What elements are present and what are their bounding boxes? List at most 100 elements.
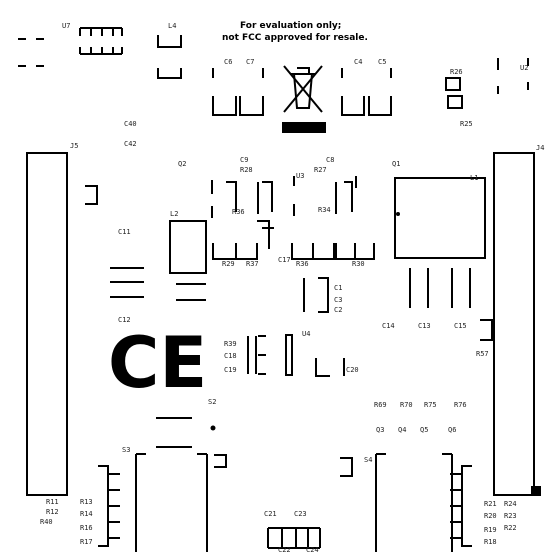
svg-text:S2: S2 (208, 398, 216, 406)
svg-text:R40: R40 (40, 518, 53, 526)
svg-text:R26: R26 (450, 68, 463, 76)
svg-text:C17: C17 (278, 256, 291, 264)
svg-text:R14: R14 (80, 510, 93, 518)
svg-text:U4: U4 (302, 330, 310, 338)
c1-c3-pads (303, 277, 329, 313)
svg-text:R23: R23 (504, 512, 517, 520)
weee-bar (282, 122, 326, 133)
weee-bin-icon (283, 65, 323, 113)
svg-text:R37: R37 (246, 260, 259, 268)
svg-text:R25: R25 (460, 120, 473, 128)
r26-footprint (445, 77, 463, 109)
c48-pads (85, 185, 98, 205)
resistor-ladder-right (450, 465, 472, 547)
svg-text:U7: U7 (62, 22, 70, 30)
c20-pad (315, 358, 345, 377)
svg-text:C1: C1 (334, 284, 342, 292)
svg-text:R22: R22 (504, 524, 517, 532)
svg-text:C20: C20 (346, 366, 359, 374)
svg-text:C9: C9 (240, 156, 248, 164)
designator-labels: U7 U2 L4 C6 C7 C4 C5 R26 R25 J5 J4 C40 C… (40, 22, 544, 554)
svg-text:R11: R11 (46, 498, 59, 506)
svg-text:R19: R19 (484, 526, 497, 534)
inductor-l1 (394, 177, 486, 259)
svg-text:R34: R34 (318, 206, 331, 214)
svg-text:C12: C12 (118, 316, 131, 324)
c13-c15-tall (409, 268, 471, 308)
c4-c5-pads (341, 68, 392, 116)
connector-j4 (493, 152, 535, 496)
svg-text:R76: R76 (454, 401, 467, 409)
svg-text:R70: R70 (400, 401, 413, 409)
svg-text:J5: J5 (70, 142, 78, 150)
ce-mark: CE (108, 322, 207, 404)
ic-u4 (285, 334, 293, 376)
svg-text:C11: C11 (118, 228, 131, 236)
svg-text:R17: R17 (80, 538, 93, 546)
svg-text:R24: R24 (504, 500, 517, 508)
svg-text:R18: R18 (484, 538, 497, 546)
u2-footprint (497, 58, 529, 94)
svg-text:Q5: Q5 (420, 426, 428, 434)
r22-pad (340, 457, 353, 477)
svg-text:R20: R20 (484, 512, 497, 520)
svg-text:S4: S4 (364, 456, 372, 464)
r15-pad (214, 454, 227, 468)
svg-text:L2: L2 (170, 210, 178, 218)
c11-c12 (110, 267, 144, 298)
inductor-l2 (169, 220, 207, 274)
svg-text:CE: CE (108, 322, 207, 404)
s2-lines (156, 417, 192, 448)
svg-text:Q3: Q3 (376, 426, 384, 434)
svg-text:C22: C22 (278, 546, 291, 554)
r29-footprint (212, 220, 274, 260)
svg-text:R28: R28 (240, 166, 253, 174)
svg-text:R27: R27 (314, 166, 327, 174)
svg-text:C14: C14 (382, 322, 395, 330)
svg-text:R36: R36 (232, 208, 245, 216)
connector-j4-pin (531, 486, 541, 496)
svg-text:C19: C19 (224, 366, 237, 374)
svg-text:C15: C15 (454, 322, 467, 330)
svg-text:C2: C2 (334, 306, 342, 314)
svg-text:S3: S3 (122, 446, 130, 454)
svg-text:R75: R75 (424, 401, 437, 409)
l4-footprint (157, 35, 182, 79)
svg-text:C18: C18 (224, 352, 237, 360)
svg-text:U2: U2 (520, 64, 528, 72)
switch-s3 (135, 453, 208, 552)
svg-text:C24: C24 (306, 546, 319, 554)
svg-text:R29: R29 (222, 260, 235, 268)
svg-text:Q2: Q2 (178, 160, 186, 168)
svg-text:R21: R21 (484, 500, 497, 508)
svg-text:R12: R12 (46, 508, 59, 516)
svg-text:R30: R30 (352, 260, 365, 268)
svg-text:U3: U3 (296, 172, 304, 180)
svg-text:C21: C21 (264, 510, 277, 518)
resistor-ladder-left (98, 465, 120, 547)
svg-text:C5: C5 (378, 58, 386, 66)
switch-s4 (375, 453, 453, 552)
pin1-dot (210, 425, 216, 431)
svg-text:R36: R36 (296, 260, 309, 268)
svg-text:J4: J4 (536, 144, 544, 152)
header-top-left (79, 27, 123, 55)
notice-line-1: For evaluation only; (240, 21, 341, 31)
svg-text:Q4: Q4 (398, 426, 406, 434)
svg-text:C23: C23 (294, 510, 307, 518)
svg-text:C3: C3 (334, 296, 342, 304)
connector-j5 (26, 152, 68, 496)
r39-c18-c19 (247, 335, 266, 375)
svg-text:C6: C6 (224, 58, 232, 66)
c15-pad (480, 319, 493, 341)
svg-text:R69: R69 (374, 401, 387, 409)
svg-text:C7: C7 (246, 58, 254, 66)
r36-footprint (291, 243, 375, 260)
svg-text:C8: C8 (326, 156, 334, 164)
svg-text:C4: C4 (354, 58, 362, 66)
u3-cluster (293, 176, 357, 216)
svg-text:Q1: Q1 (392, 160, 400, 168)
notice-line-2: not FCC approved for resale. (222, 33, 368, 43)
svg-text:C13: C13 (418, 322, 431, 330)
